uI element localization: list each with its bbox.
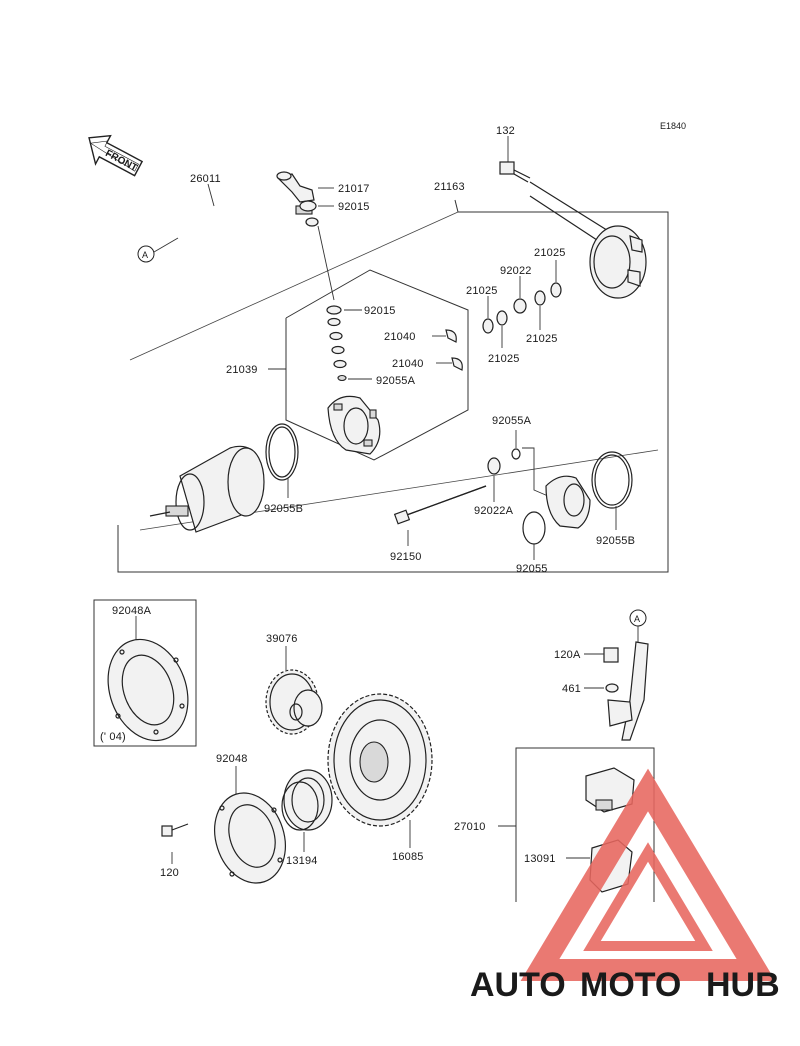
label-21025-a: 21025 [534,247,566,259]
connector-ref-a-bottom: A [634,614,640,624]
label-13194: 13194 [286,855,318,867]
label-92150: 92150 [390,551,422,563]
watermark-logo [520,768,776,981]
label-92022: 92022 [500,265,532,277]
end-cover-assembly [487,430,591,560]
inset-92048A [93,599,197,747]
part-labels: 132 26011 21017 92015 21163 21025 92022 … [100,125,635,879]
label-92055A-cover: 92055A [492,415,532,427]
through-bolt-92150 [393,485,487,546]
label-92015-top: 92015 [338,201,370,213]
label-92048A-note: (' 04) [100,731,126,743]
label-21017: 21017 [338,183,370,195]
label-21025-b: 21025 [466,285,498,297]
label-21025-c: 21025 [526,333,558,345]
label-26011: 26011 [190,173,221,185]
starter-motor-body [149,445,265,533]
plate-92048 [214,766,286,884]
label-21163: 21163 [434,181,465,193]
diagram-code: E1840 [660,121,686,131]
label-92015-mid: 92015 [364,305,396,317]
label-21039: 21039 [226,364,258,376]
label-120A: 120A [554,649,581,661]
label-92055B-right: 92055B [596,535,635,547]
nut-92015-top [299,200,334,212]
connector-ref-a-top: A [142,250,148,260]
label-92055B-left: 92055B [264,503,303,515]
front-direction-arrow: FRONT [88,134,144,177]
label-21040-b: 21040 [392,358,424,370]
label-461: 461 [562,683,581,695]
o-ring-92055B-right [591,451,633,530]
watermark-hub: HUB [706,966,780,1004]
label-39076: 39076 [266,633,298,645]
label-21040-a: 21040 [384,331,416,343]
label-21025-d: 21025 [488,353,520,365]
washer-set-21025 [482,260,562,348]
terminal-boot-21017 [276,171,334,203]
watermark-auto: AUTO [470,966,566,1004]
one-way-clutch-13194 [281,769,333,852]
watermark-moto: MOTO [580,966,681,1004]
idle-gear-39076 [265,646,323,735]
label-120: 120 [160,867,179,879]
label-92055: 92055 [516,563,548,575]
label-13091: 13091 [524,853,556,865]
label-16085: 16085 [392,851,424,863]
bolt-132 [499,136,531,183]
o-ring-92055B-left [265,423,299,498]
bolt-120 [161,823,189,864]
watermark-text: AUTO MOTO HUB [470,966,780,1004]
starter-cable-26011: A [137,183,319,263]
label-92048A: 92048A [112,605,152,617]
starter-clutch-gear-16085 [327,693,433,848]
brush-holder-set-21039 [268,269,469,461]
label-27010: 27010 [454,821,486,833]
starter-bracket-21163 [529,181,647,299]
label-92022A: 92022A [474,505,514,517]
label-132: 132 [496,125,515,137]
label-92048: 92048 [216,753,248,765]
label-92055A-brush: 92055A [376,375,416,387]
